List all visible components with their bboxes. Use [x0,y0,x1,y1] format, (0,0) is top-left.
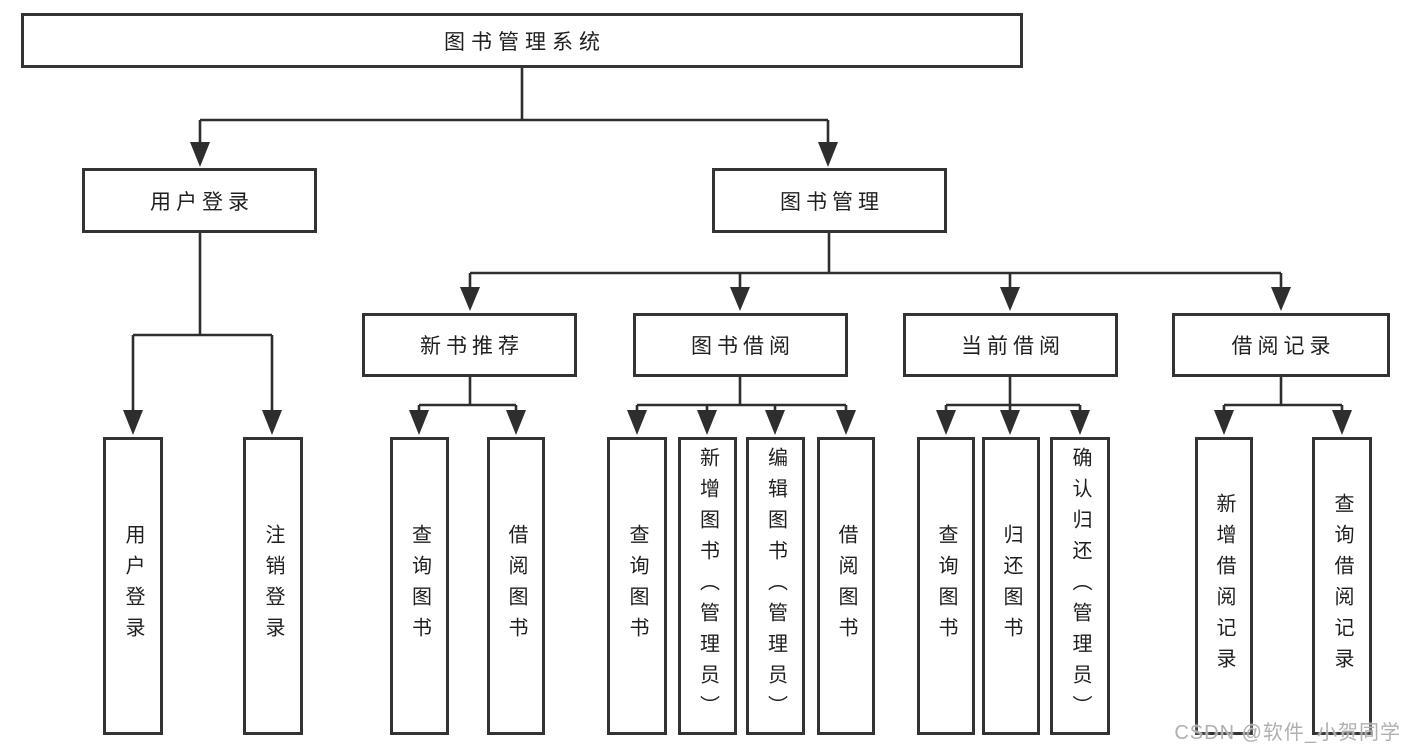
arrowhead-leaf-query1 [409,410,429,435]
node-root-label: 图书管理系统 [444,30,606,54]
connector-management-to-level3 [468,233,1283,288]
arrowhead-leaf-query3 [936,410,956,435]
arrowhead-current-borrow [1000,287,1020,311]
leaf-add-book-admin: 新增图书（管理员） [678,437,737,735]
leaf-add-borrow-record: 新增借阅记录 [1195,437,1253,735]
leaf-query-books-1: 查询图书 [390,437,449,735]
arrowhead-leaf-edit-book [765,410,785,435]
leaf-query-books-2: 查询图书 [607,437,667,735]
arrowhead-book-borrow [730,287,750,311]
node-borrowing-record-label: 借阅记录 [1231,335,1336,358]
leaf-add-book-admin-label: 新增图书（管理员） [696,446,719,726]
node-user-login: 用户登录 [82,168,317,233]
leaf-query-borrow-record-label: 查询借阅记录 [1331,493,1353,679]
connector-login-group [131,233,274,412]
arrowhead-leaf-add-record [1214,410,1234,435]
leaf-query-books-2-label: 查询图书 [626,524,648,648]
arrowhead-new-book [460,287,480,311]
connector-root-to-level2 [198,68,830,144]
node-new-book-recommend-label: 新书推荐 [420,335,524,358]
leaf-borrow-books-2-label: 借阅图书 [835,524,857,648]
leaf-borrow-books-1-label: 借阅图书 [505,524,527,648]
connector-newbook-group [417,377,518,412]
arrowhead-leaf-logout [262,410,282,435]
leaf-query-borrow-record: 查询借阅记录 [1312,437,1372,735]
csdn-watermark: CSDN @软件_小贺同学 [1174,722,1401,744]
node-user-login-label: 用户登录 [150,190,254,214]
leaf-query-books-3: 查询图书 [917,437,975,735]
arrowhead-leaf-confirm-return [1070,410,1090,435]
leaf-borrow-books-1: 借阅图书 [487,437,545,735]
leaf-edit-book-admin: 编辑图书（管理员） [746,437,805,735]
node-book-borrowing: 图书借阅 [633,313,848,377]
leaf-user-login-label: 用户登录 [122,524,144,648]
leaf-confirm-return-admin: 确认归还（管理员） [1050,437,1110,735]
connector-borrowing-group [635,377,848,412]
leaf-borrow-books-2: 借阅图书 [817,437,875,735]
connector-record-group [1222,377,1344,412]
arrowhead-book-management [818,142,838,167]
arrowhead-leaf-borrow1 [506,410,526,435]
node-book-management-label: 图书管理 [780,190,884,214]
connector-current-group [944,377,1082,412]
leaf-logout: 注销登录 [243,437,303,735]
leaf-edit-book-admin-label: 编辑图书（管理员） [764,446,787,726]
leaf-logout-label: 注销登录 [262,524,284,648]
arrowhead-leaf-login [123,410,143,435]
arrowhead-user-login [190,142,210,167]
node-current-borrowing: 当前借阅 [903,313,1118,377]
leaf-query-books-1-label: 查询图书 [408,524,431,648]
node-book-borrowing-label: 图书借阅 [691,335,795,358]
leaf-add-borrow-record-label: 新增借阅记录 [1213,493,1235,679]
arrowhead-borrow-record [1271,287,1291,311]
arrowhead-leaf-query2 [627,410,647,435]
node-book-management: 图书管理 [712,168,947,233]
node-current-borrowing-label: 当前借阅 [961,335,1065,358]
node-root: 图书管理系统 [21,13,1023,68]
arrowhead-leaf-add-book [697,410,717,435]
leaf-return-books-label: 归还图书 [1000,524,1022,648]
arrowhead-leaf-borrow2 [836,410,856,435]
node-borrowing-record: 借阅记录 [1172,313,1390,377]
leaf-user-login: 用户登录 [103,437,163,735]
leaf-return-books: 归还图书 [982,437,1040,735]
arrowhead-leaf-query-record [1332,410,1352,435]
node-new-book-recommend: 新书推荐 [362,313,577,377]
leaf-confirm-return-admin-label: 确认归还（管理员） [1069,446,1091,726]
leaf-query-books-3-label: 查询图书 [935,524,957,648]
arrowhead-leaf-return [1000,410,1020,435]
